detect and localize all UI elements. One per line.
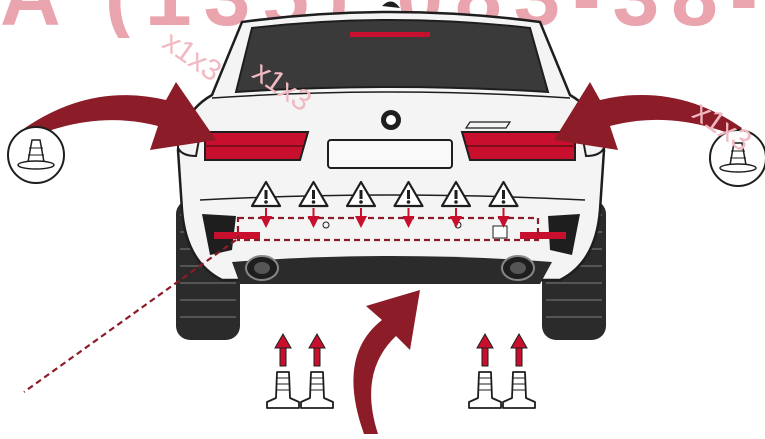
up-arrow-icon <box>309 334 325 366</box>
car-body <box>178 1 604 284</box>
sensor-cap-icon <box>8 127 64 183</box>
parking-sensor-icon <box>267 372 299 408</box>
parking-sensor-icon <box>301 372 333 408</box>
sensor-bolts <box>267 334 535 408</box>
curved-arrow-bottom <box>353 290 420 434</box>
up-arrow-icon <box>275 334 291 366</box>
up-arrow-icon <box>511 334 527 366</box>
parking-sensor-icon <box>503 372 535 408</box>
parking-sensor-icon <box>469 372 501 408</box>
up-arrow-icon <box>477 334 493 366</box>
